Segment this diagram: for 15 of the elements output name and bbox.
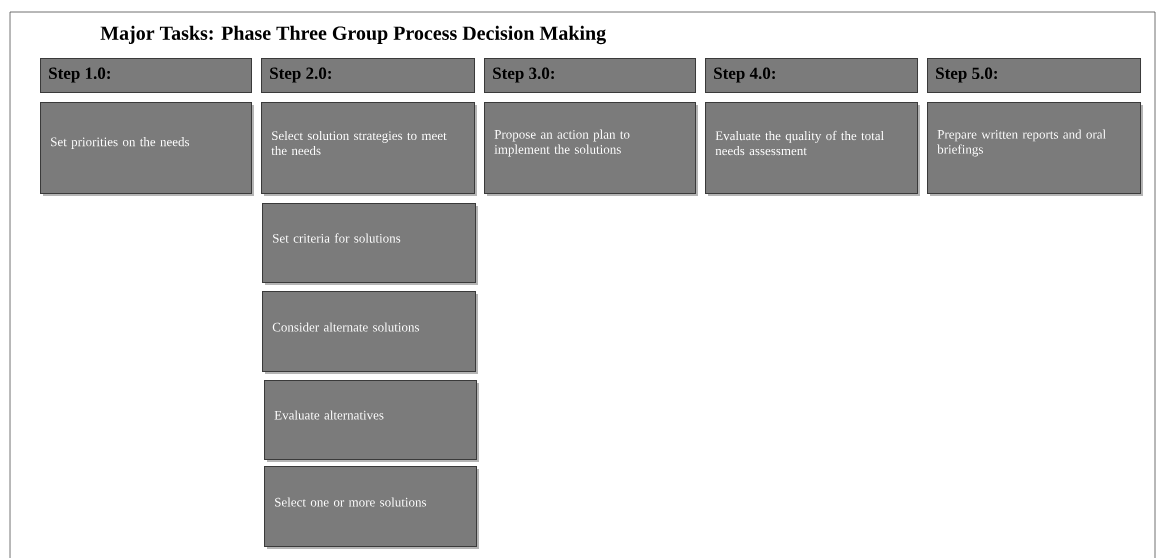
step-header: Step 3.0: [484, 58, 696, 93]
task-box: Set priorities on the needs [40, 102, 254, 196]
step-header: Step 4.0: [705, 58, 918, 93]
step-header: Step 1.0: [40, 58, 252, 93]
step-header: Step 2.0: [261, 58, 475, 93]
task-box: Propose an action plan to implement the solutions [484, 102, 698, 196]
title: Major Tasks: Phase Three Group Process Decision Making [100, 25, 606, 45]
task-box: Consider alternate solutions [262, 291, 478, 374]
task-box: Select one or more solutions [264, 466, 479, 549]
task-box: Prepare written reports and oral briefings [927, 102, 1143, 196]
task-box: Select solution strategies to meet the needs [261, 102, 477, 196]
task-box: Evaluate the quality of the total needs assessment [705, 102, 920, 196]
task-box: Evaluate alternatives [264, 380, 479, 462]
step-header: Step 5.0: [927, 58, 1141, 93]
task-box: Set criteria for solutions [262, 203, 478, 285]
